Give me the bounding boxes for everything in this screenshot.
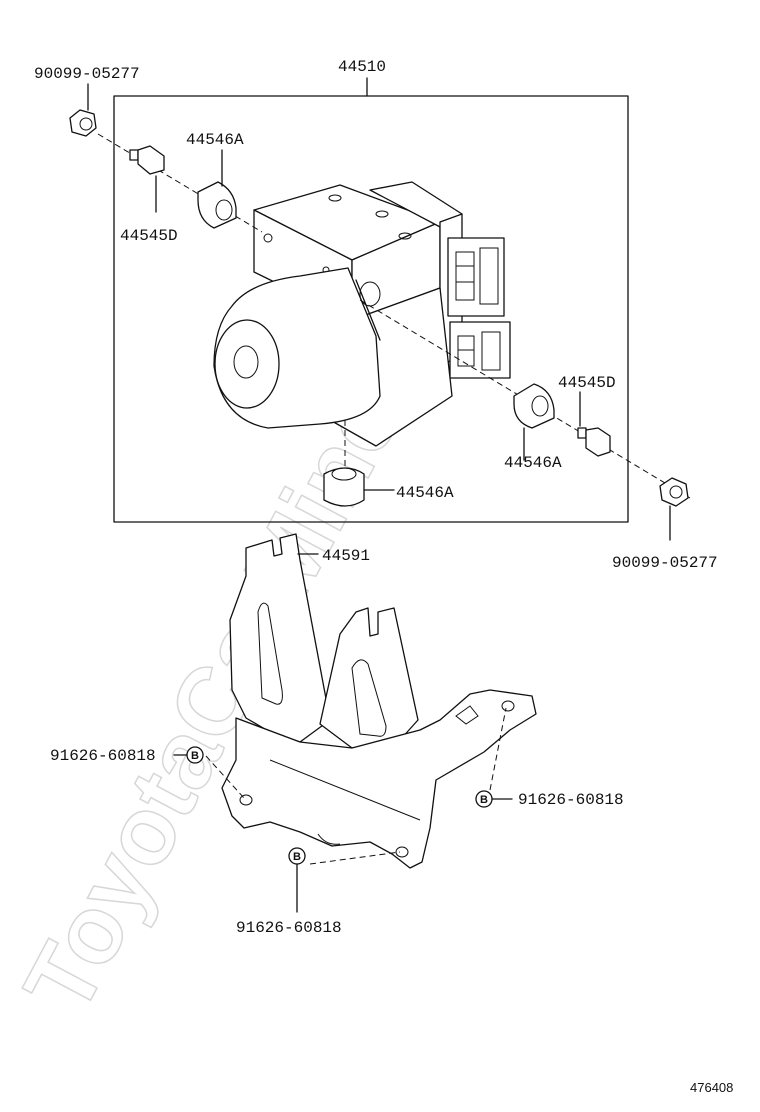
bracket-hole	[395, 846, 409, 858]
connector-pins	[455, 251, 475, 301]
alignment-line	[97, 133, 263, 233]
alignment-line	[489, 707, 507, 791]
bracket-hole	[239, 794, 253, 806]
bolt-marker-text: B	[480, 794, 488, 806]
block-plug	[328, 194, 342, 202]
label-bolt-bottom-right: 90099-05277	[612, 554, 718, 572]
bolt-top-left	[69, 83, 97, 137]
label-cushion-top: 44546A	[186, 131, 244, 149]
abs-actuator	[213, 181, 511, 447]
block-hole	[263, 233, 273, 243]
cushion-top	[197, 149, 237, 229]
bracket-hole	[501, 700, 515, 712]
bolt-marker-right: B	[475, 790, 513, 808]
label-cushion-right: 44546A	[504, 454, 562, 472]
label-bracket: 44591	[322, 547, 370, 565]
label-bolt-left: 91626-60818	[50, 747, 156, 765]
label-bolt-bottom: 91626-60818	[236, 919, 342, 937]
block-plug	[398, 232, 412, 240]
label-bolt-top-left: 90099-05277	[34, 65, 140, 83]
connector-pins	[457, 335, 475, 367]
stud-left	[129, 145, 165, 213]
stud-right	[577, 391, 611, 457]
assembly-frame	[113, 95, 629, 523]
label-cushion-bottom: 44546A	[396, 484, 454, 502]
bolt-bottom-right	[659, 477, 689, 541]
cushion-right	[513, 383, 555, 461]
motor-shaft	[233, 345, 259, 379]
label-44510: 44510	[338, 58, 386, 76]
cushion-bottom	[323, 467, 395, 507]
bracket	[221, 533, 537, 869]
bracket-base	[221, 689, 537, 869]
diagram-code: 476408	[690, 1080, 733, 1095]
bolt-marker-text: B	[293, 851, 301, 863]
bolt-marker-text: B	[191, 750, 199, 762]
connector-upper	[447, 237, 505, 317]
label-stud-right: 44545D	[558, 374, 616, 392]
motor-end	[214, 319, 280, 409]
bolt-marker-bottom: B	[288, 847, 306, 913]
bolt-marker-left: B	[173, 746, 204, 764]
label-bolt-right: 91626-60818	[518, 791, 624, 809]
label-stud-left: 44545D	[120, 227, 178, 245]
bracket-right-arm	[319, 607, 419, 749]
alignment-line	[309, 851, 401, 865]
block-plug	[375, 210, 389, 218]
